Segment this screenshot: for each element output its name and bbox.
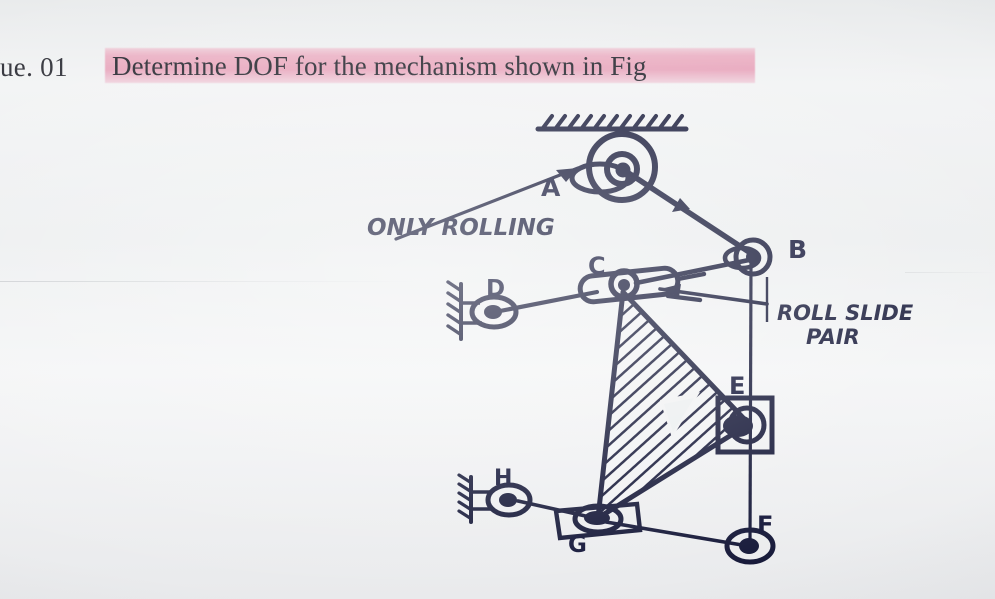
ternary-link-CEG (595, 289, 752, 521)
joint-label-H: H (494, 466, 512, 491)
link-B-F-rod (748, 261, 753, 544)
only-rolling-leader (394, 166, 580, 241)
ruled-line-left (0, 281, 418, 282)
slider-block-G (553, 501, 643, 541)
annotation-only-rolling: ONLY ROLLING (367, 215, 555, 241)
ground-support-d (446, 280, 482, 341)
joint-label-G: G (568, 532, 587, 558)
page-title: Determine DOF for the mechanism shown in… (112, 51, 647, 81)
joint-label-A: A (541, 173, 561, 202)
link-A-B (621, 167, 755, 257)
roll-slide-pair-C (577, 265, 707, 305)
ruled-line-right (905, 272, 995, 273)
question-number: ue. 01 (0, 52, 68, 82)
link-G-F (604, 520, 744, 547)
pin-joint-B (722, 237, 773, 277)
pin-joint-F (724, 527, 776, 565)
joint-label-B: B (788, 235, 807, 264)
annotation-roll-slide-pair-line1: ROLL SLIDE (777, 301, 914, 325)
rolling-wheel-A (569, 131, 658, 203)
joint-label-D: D (486, 276, 505, 302)
fixed-pivot-D (469, 294, 519, 330)
joint-label-F: F (757, 511, 773, 539)
fixed-pivot-H (485, 482, 533, 518)
question-highlight (105, 48, 755, 83)
roll-slide-pair-leader (658, 277, 769, 322)
joint-label-E: E (729, 372, 745, 400)
ground-support-top (535, 114, 689, 132)
annotation-roll-slide-pair-line2: PAIR (806, 325, 860, 349)
joint-label-C: C (588, 252, 606, 280)
slider-block-E (715, 395, 775, 455)
